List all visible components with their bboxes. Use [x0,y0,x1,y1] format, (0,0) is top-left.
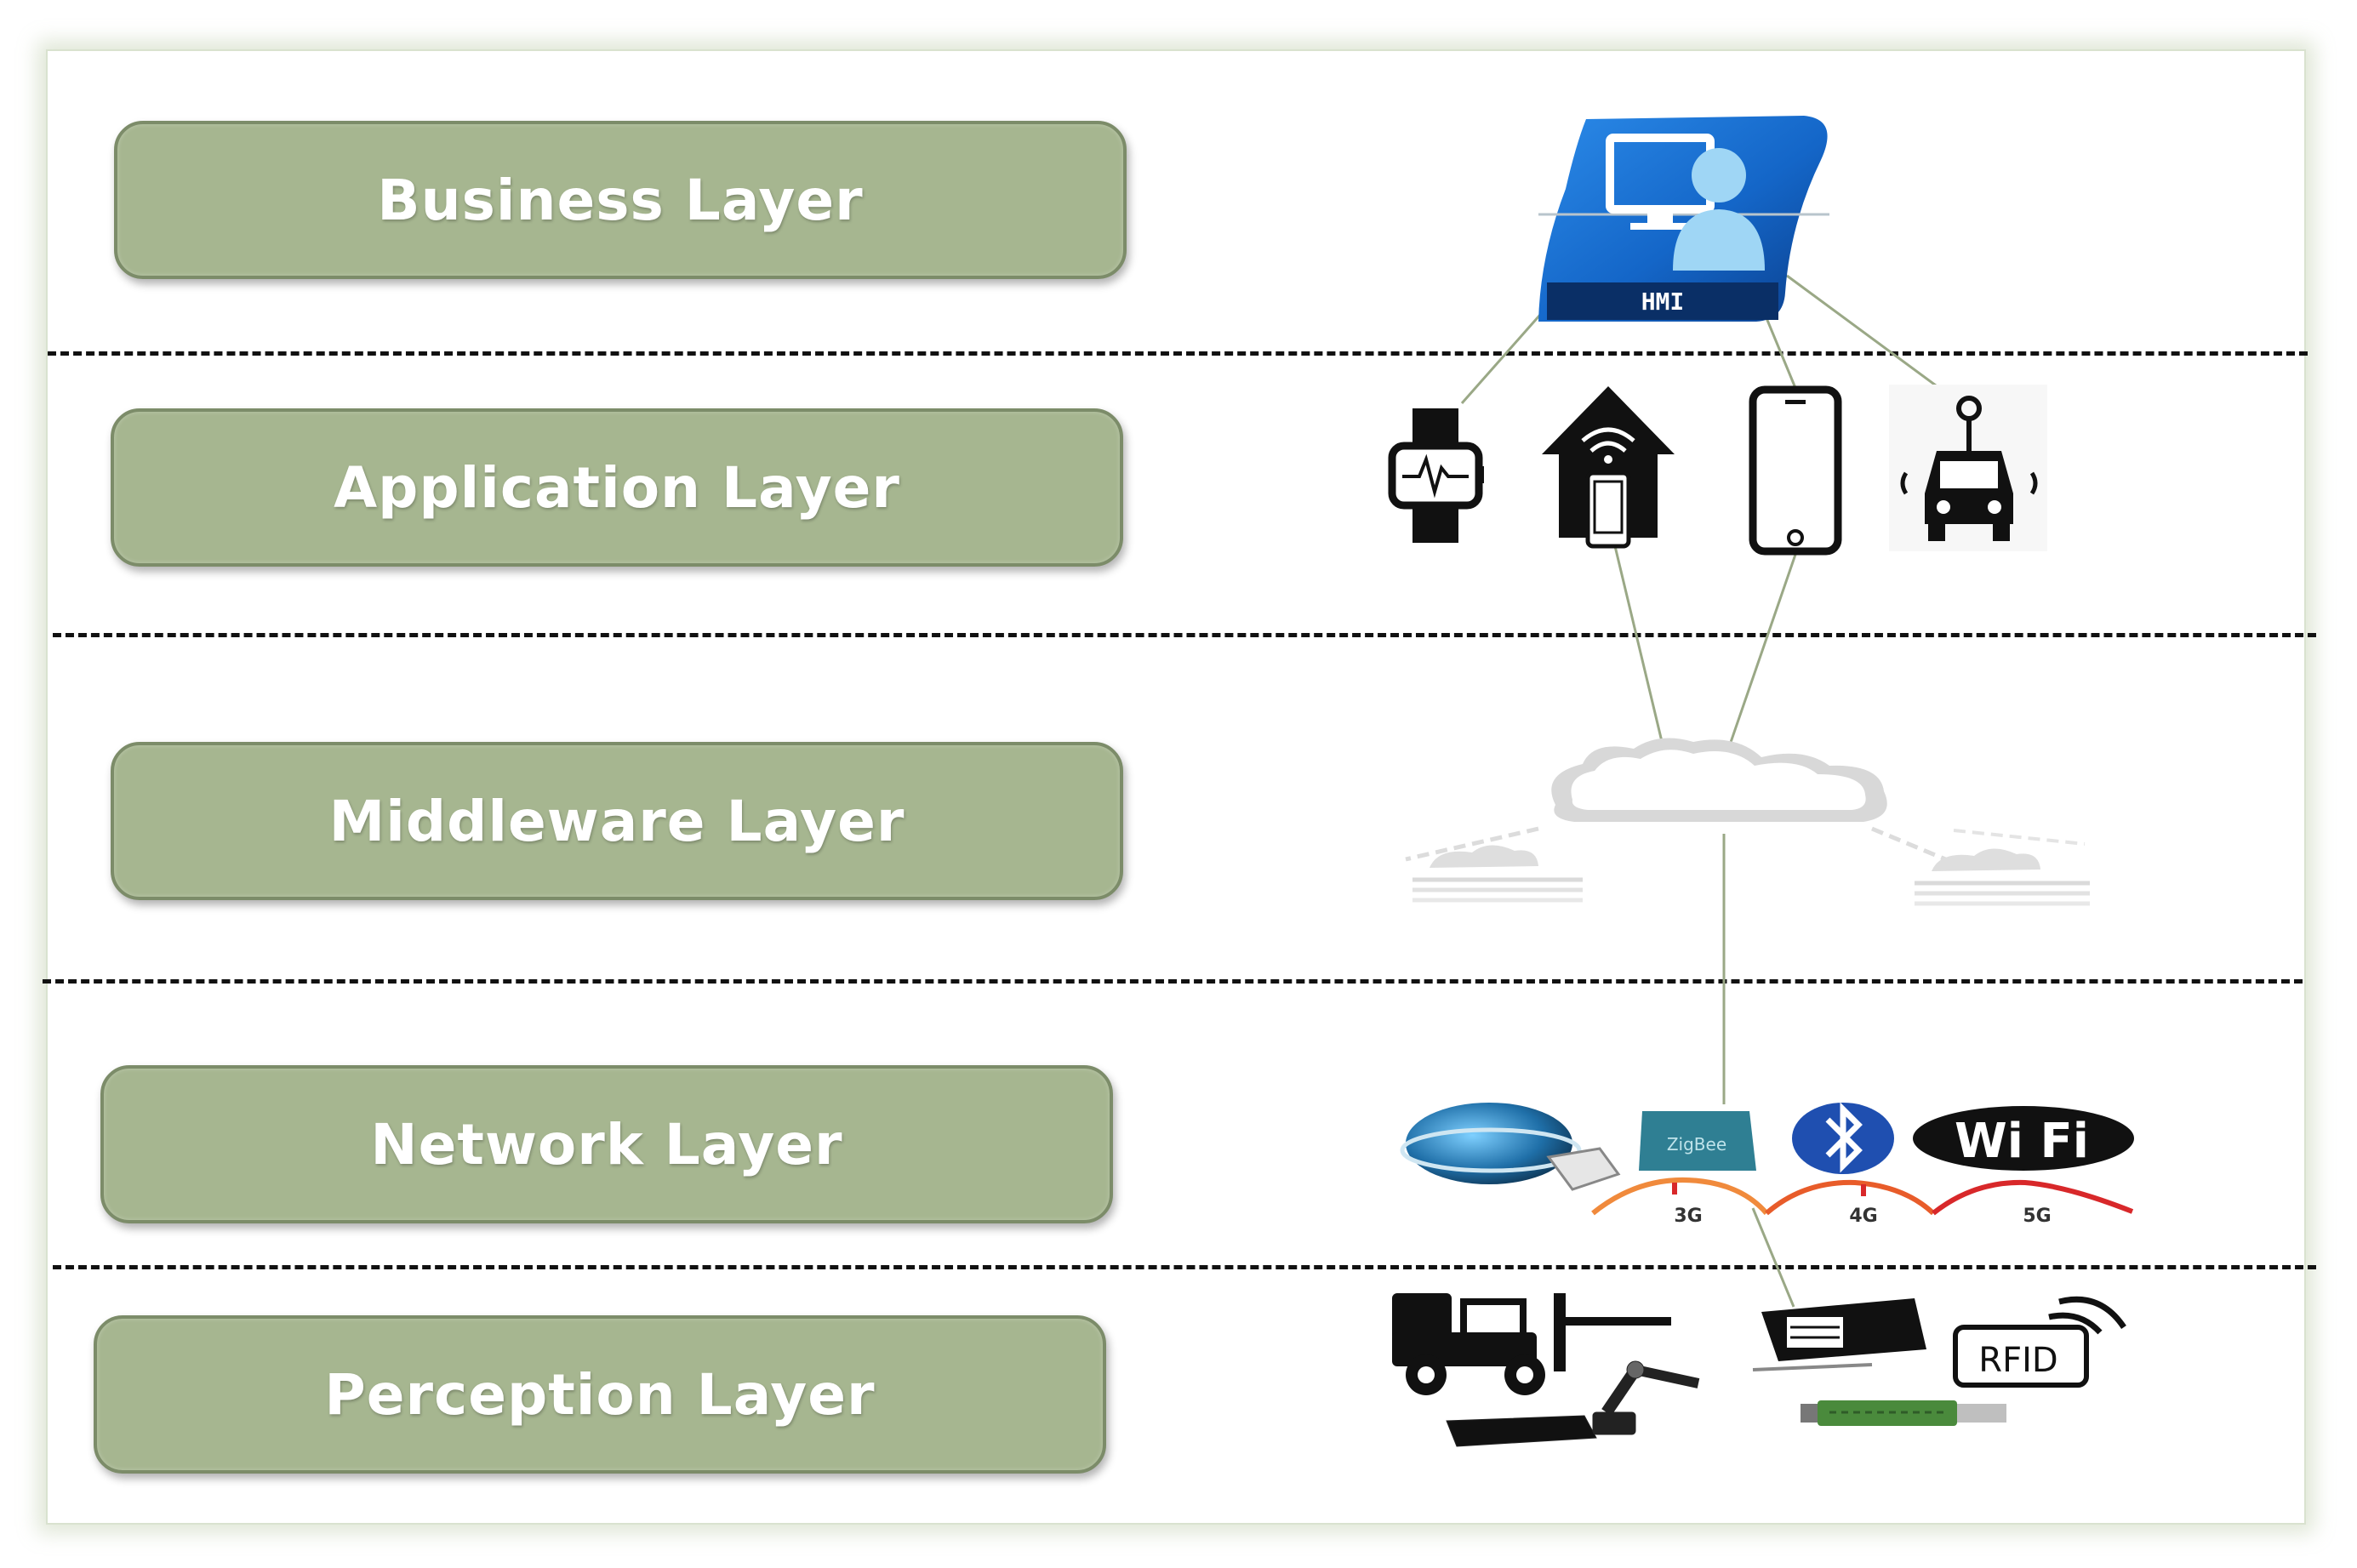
gauge-label-4g: 4G [1849,1206,1877,1227]
divider-middleware-network [43,979,2303,984]
rfid-tag-icon: RFID [1953,1296,2126,1388]
wifi-icon: Wi Fi [1913,1106,2134,1171]
divider-network-perception [53,1265,2316,1269]
gauge-label-5g: 5G [2023,1206,2051,1227]
cloud-icon [1405,738,2090,906]
wifi-label: Wi Fi [1955,1114,2089,1169]
robot-arm-icon [1446,1360,1700,1447]
hmi-label: HMI [1641,288,1685,316]
perception-layer-box: Perception Layer [94,1315,1106,1474]
network-layer-label: Network Layer [370,1111,843,1177]
zigbee-icon: ZigBee [1639,1111,1756,1171]
application-layer-label: Application Layer [334,454,900,521]
middleware-layer-box: Middleware Layer [111,742,1123,900]
application-layer-box: Application Layer [111,408,1123,567]
rfid-label: RFID [1978,1341,2057,1380]
gauge-label-3g: 3G [1674,1206,1702,1227]
zigbee-label: ZigBee [1667,1134,1726,1155]
divider-business-application [48,351,2308,356]
rfid-reader-icon [1752,1298,1926,1371]
smartwatch-icon [1388,408,1484,543]
connector-lines [1460,274,1956,1308]
sensor-board-icon [1801,1400,2006,1426]
divider-application-middleware [53,633,2316,637]
forklift-icon [1392,1293,1671,1395]
connected-car-icon [1889,385,2047,551]
network-layer-box: Network Layer [100,1065,1113,1223]
globe-icon [1400,1103,1621,1191]
business-layer-label: Business Layer [377,167,864,233]
perception-layer-label: Perception Layer [324,1361,876,1428]
hmi-icon: HMI [1538,116,1829,322]
middleware-layer-label: Middleware Layer [328,788,905,854]
business-layer-box: Business Layer [114,121,1127,279]
smartphone-icon [1749,385,1842,556]
signal-gauges [1591,1177,2134,1216]
smart-home-icon [1542,386,1675,549]
bluetooth-icon [1792,1102,1894,1174]
